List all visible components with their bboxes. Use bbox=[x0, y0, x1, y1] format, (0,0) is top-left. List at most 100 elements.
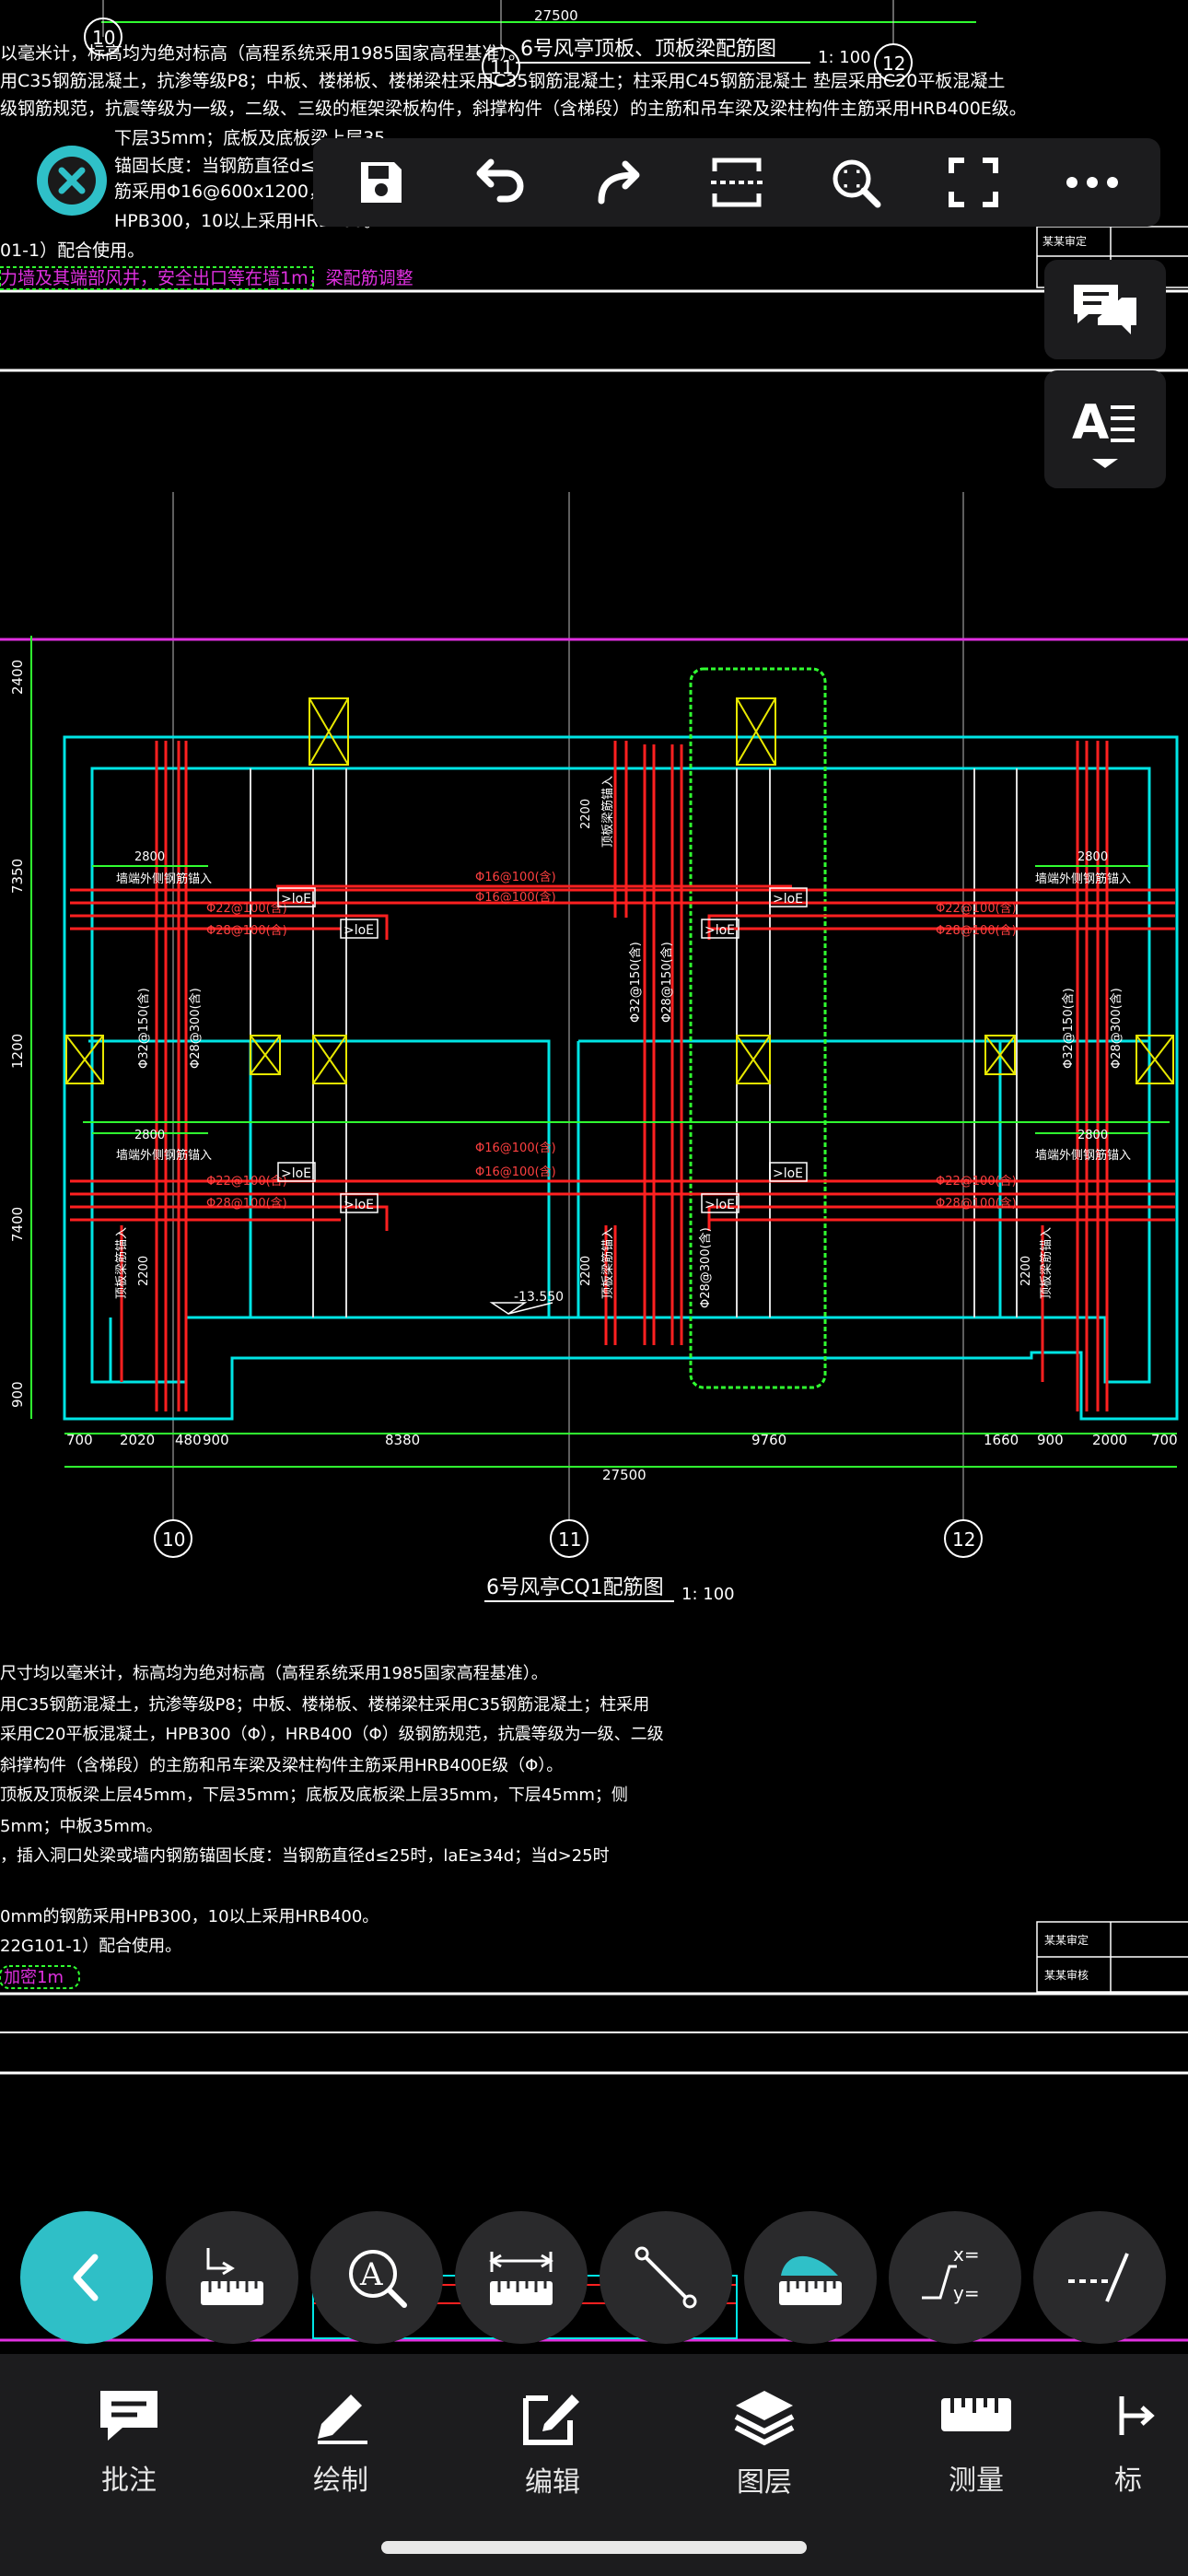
upper-note-0: 以毫米计，标高均为绝对标高（高程系统采用1985国家高程基准）。 bbox=[0, 43, 526, 64]
comments-button[interactable] bbox=[1044, 260, 1166, 359]
more-button[interactable] bbox=[1048, 141, 1136, 224]
dim-2200-top: 2200 bbox=[579, 799, 593, 829]
undo-button[interactable] bbox=[456, 141, 544, 224]
close-button[interactable] bbox=[37, 146, 107, 216]
rebar28-mid-left: Φ28@100(含) bbox=[206, 1196, 287, 1211]
dim-2800-mid-right: 2800 bbox=[1077, 1129, 1108, 1142]
annotation-icon bbox=[100, 2391, 157, 2441]
area-measure-tool[interactable] bbox=[744, 2211, 877, 2344]
nav-measure-label: 测量 bbox=[949, 2465, 1004, 2497]
mark-icon bbox=[1119, 2396, 1155, 2435]
nav-annotation-label: 批注 bbox=[101, 2465, 157, 2497]
main-sheet-scale: 1: 100 bbox=[681, 1585, 735, 1604]
bottom-dim-3: 900 bbox=[203, 1432, 229, 1448]
zoom-button[interactable] bbox=[811, 141, 900, 224]
rebar16-top-a: Φ16@100(含) bbox=[475, 870, 556, 884]
svg-text:10: 10 bbox=[162, 1528, 185, 1551]
svg-text:x=: x= bbox=[953, 2243, 980, 2266]
lower-stamp-0: 某某审定 bbox=[1044, 1933, 1089, 1947]
redo-button[interactable] bbox=[574, 141, 662, 224]
upper-note-2: 级钢筋规范，抗震等级为一级，二级、三级的框架梁板构件，斜撑构件（含梯段）的主筋和… bbox=[0, 99, 1027, 119]
length-measure-icon bbox=[489, 2252, 553, 2305]
nav-draw[interactable]: 绘制 bbox=[267, 2387, 414, 2516]
draw-icon bbox=[318, 2395, 367, 2444]
text-search-icon: A bbox=[349, 2250, 407, 2308]
nav-mark[interactable]: 标 bbox=[1114, 2387, 1188, 2516]
rebar32-left: Φ32@150(含) bbox=[136, 988, 151, 1069]
coordinate-measure-tool[interactable] bbox=[166, 2211, 298, 2344]
measure-icon bbox=[941, 2398, 1011, 2431]
loe-tag-3: >loE bbox=[773, 892, 803, 907]
length-measure-tool[interactable] bbox=[455, 2211, 588, 2344]
rebar28-top-right: Φ28@100(含) bbox=[936, 923, 1017, 938]
rebar22-top-left: Φ22@100(含) bbox=[206, 901, 287, 916]
upper-note-8: 力墙及其端部风井，安全出口等在墙1m，梁配筋调整 bbox=[0, 268, 413, 288]
lower-note-2: 采用C20平板混凝土，HPB300（Φ），HRB400（Φ）级钢筋规范，抗震等级… bbox=[0, 1725, 664, 1744]
upper-stamp: 某某审定 bbox=[1042, 234, 1087, 248]
lower-note-5: 5mm；中板35mm。 bbox=[0, 1817, 163, 1836]
loe-tag-5: >loE bbox=[281, 1166, 311, 1181]
rebar28-300-center: Φ28@300(含) bbox=[698, 1227, 713, 1308]
line-icon bbox=[635, 2246, 697, 2309]
fullscreen-button[interactable] bbox=[929, 141, 1018, 224]
nav-measure[interactable]: 测量 bbox=[903, 2387, 1050, 2516]
bottom-dim-4: 8380 bbox=[385, 1432, 420, 1448]
rebar32-right: Φ32@150(含) bbox=[1061, 988, 1076, 1069]
rebar28-top-left: Φ28@100(含) bbox=[206, 923, 287, 938]
dim-2800-top-left: 2800 bbox=[134, 850, 165, 864]
crop-button[interactable] bbox=[693, 141, 781, 224]
lower-note-4: 顶板及顶板梁上层45mm，下层35mm；底板及底板梁上层35mm，下层45mm；… bbox=[0, 1786, 628, 1805]
rebar16-mid-a: Φ16@100(含) bbox=[475, 1141, 556, 1155]
svg-text:y=: y= bbox=[953, 2282, 980, 2304]
bottom-dim-1: 2020 bbox=[120, 1432, 155, 1448]
main-axis-11: 11 bbox=[550, 1519, 588, 1558]
nav-edit-label: 编辑 bbox=[525, 2466, 580, 2499]
bottom-dim-8: 2000 bbox=[1092, 1432, 1127, 1448]
dim-2200-center: 2200 bbox=[579, 1256, 593, 1286]
left-dim-0: 2400 bbox=[9, 660, 26, 695]
upper-axis-11: 11 bbox=[482, 0, 520, 86]
left-dim-4: 900 bbox=[9, 1381, 26, 1408]
loe-tag-1: >loE bbox=[281, 892, 311, 907]
coordinate-tool[interactable]: x= y= bbox=[889, 2211, 1021, 2344]
zoom-icon bbox=[833, 159, 881, 208]
coordinate-icon: x= y= bbox=[922, 2243, 980, 2304]
bottom-dim-7: 900 bbox=[1037, 1432, 1064, 1448]
save-button[interactable] bbox=[337, 141, 425, 224]
svg-text:10: 10 bbox=[92, 27, 115, 49]
rebar28-mid-right: Φ28@100(含) bbox=[936, 1196, 1017, 1211]
rebar16-top-b: Φ16@100(含) bbox=[475, 890, 556, 905]
nav-edit[interactable]: 编辑 bbox=[479, 2387, 626, 2516]
beam-anchor-left: 顶板梁筋锚入 bbox=[114, 1227, 129, 1299]
nav-annotation[interactable]: 批注 bbox=[55, 2387, 203, 2516]
column-markers bbox=[65, 697, 1174, 1084]
area-measure-icon bbox=[779, 2255, 842, 2305]
layers-icon bbox=[734, 2391, 795, 2446]
home-indicator bbox=[381, 2541, 807, 2554]
line-tool[interactable] bbox=[600, 2211, 732, 2344]
rebar28-center: Φ28@150(含) bbox=[659, 942, 674, 1023]
rebar32-center: Φ32@150(含) bbox=[628, 942, 643, 1023]
back-icon bbox=[73, 2254, 99, 2301]
nav-layers[interactable]: 图层 bbox=[691, 2387, 838, 2516]
back-button[interactable] bbox=[20, 2211, 153, 2344]
lower-note-7: 0mm的钢筋采用HPB300，10以上采用HRB400。 bbox=[0, 1907, 379, 1926]
anchor-label-top-right: 墙端外侧钢筋锚入 bbox=[1035, 872, 1131, 886]
left-dim-2: 1200 bbox=[9, 1034, 26, 1069]
text-style-button[interactable]: A bbox=[1044, 370, 1166, 488]
svg-text:12: 12 bbox=[952, 1528, 975, 1551]
loe-tag-7: >loE bbox=[773, 1166, 803, 1181]
left-dim-1: 7350 bbox=[9, 859, 26, 894]
comments-icon bbox=[1074, 285, 1136, 334]
text-search-tool[interactable]: A bbox=[310, 2211, 443, 2344]
upper-axis-10: 10 bbox=[84, 0, 122, 56]
slope-tool[interactable] bbox=[1033, 2211, 1166, 2344]
nav-mark-label: 标 bbox=[1114, 2465, 1142, 2497]
more-icon bbox=[1066, 177, 1118, 188]
rebar16-mid-b: Φ16@100(含) bbox=[475, 1165, 556, 1179]
lower-note-6: ，插入洞口处梁或墙内钢筋锚固长度：当钢筋直径d≤25时，laE≥34d；当d>2… bbox=[0, 1846, 610, 1866]
lower-note-8: 22G101-1）配合使用。 bbox=[0, 1937, 181, 1956]
rebar22-top-right: Φ22@100(含) bbox=[936, 901, 1017, 916]
upper-top-dim: 27500 bbox=[534, 7, 578, 24]
